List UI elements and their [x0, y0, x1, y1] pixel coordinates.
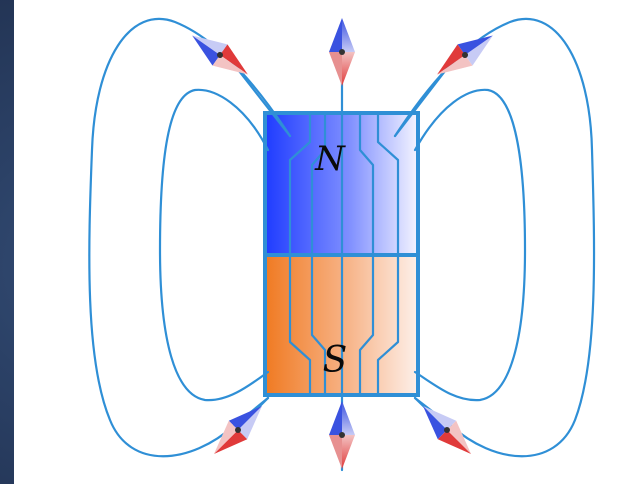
compass-bottom-right — [422, 405, 472, 455]
compasses — [192, 18, 493, 469]
field-line-exit-ul — [230, 60, 292, 138]
field-line-left-inner — [158, 88, 270, 402]
south-pole-label: S — [323, 340, 348, 381]
compass-bottom-center — [329, 401, 355, 469]
field-line-inner-left — [288, 111, 312, 397]
field-lines — [88, 17, 596, 472]
north-pole-label: N — [314, 139, 346, 179]
magnet-outline — [263, 111, 420, 397]
field-line-right-outer — [393, 17, 596, 458]
field-line-inner-right — [376, 111, 400, 397]
field-line-left-outer — [88, 17, 292, 458]
field-line-inner-left-2 — [310, 111, 327, 397]
compass-bottom-left — [213, 405, 263, 455]
field-line-inner-right-2 — [358, 111, 375, 397]
field-line-exit-ur — [393, 60, 454, 138]
compass-top-right — [437, 35, 493, 75]
compass-top-left — [192, 35, 248, 75]
field-line-right-inner — [413, 88, 527, 402]
compass-top-center — [329, 18, 355, 86]
